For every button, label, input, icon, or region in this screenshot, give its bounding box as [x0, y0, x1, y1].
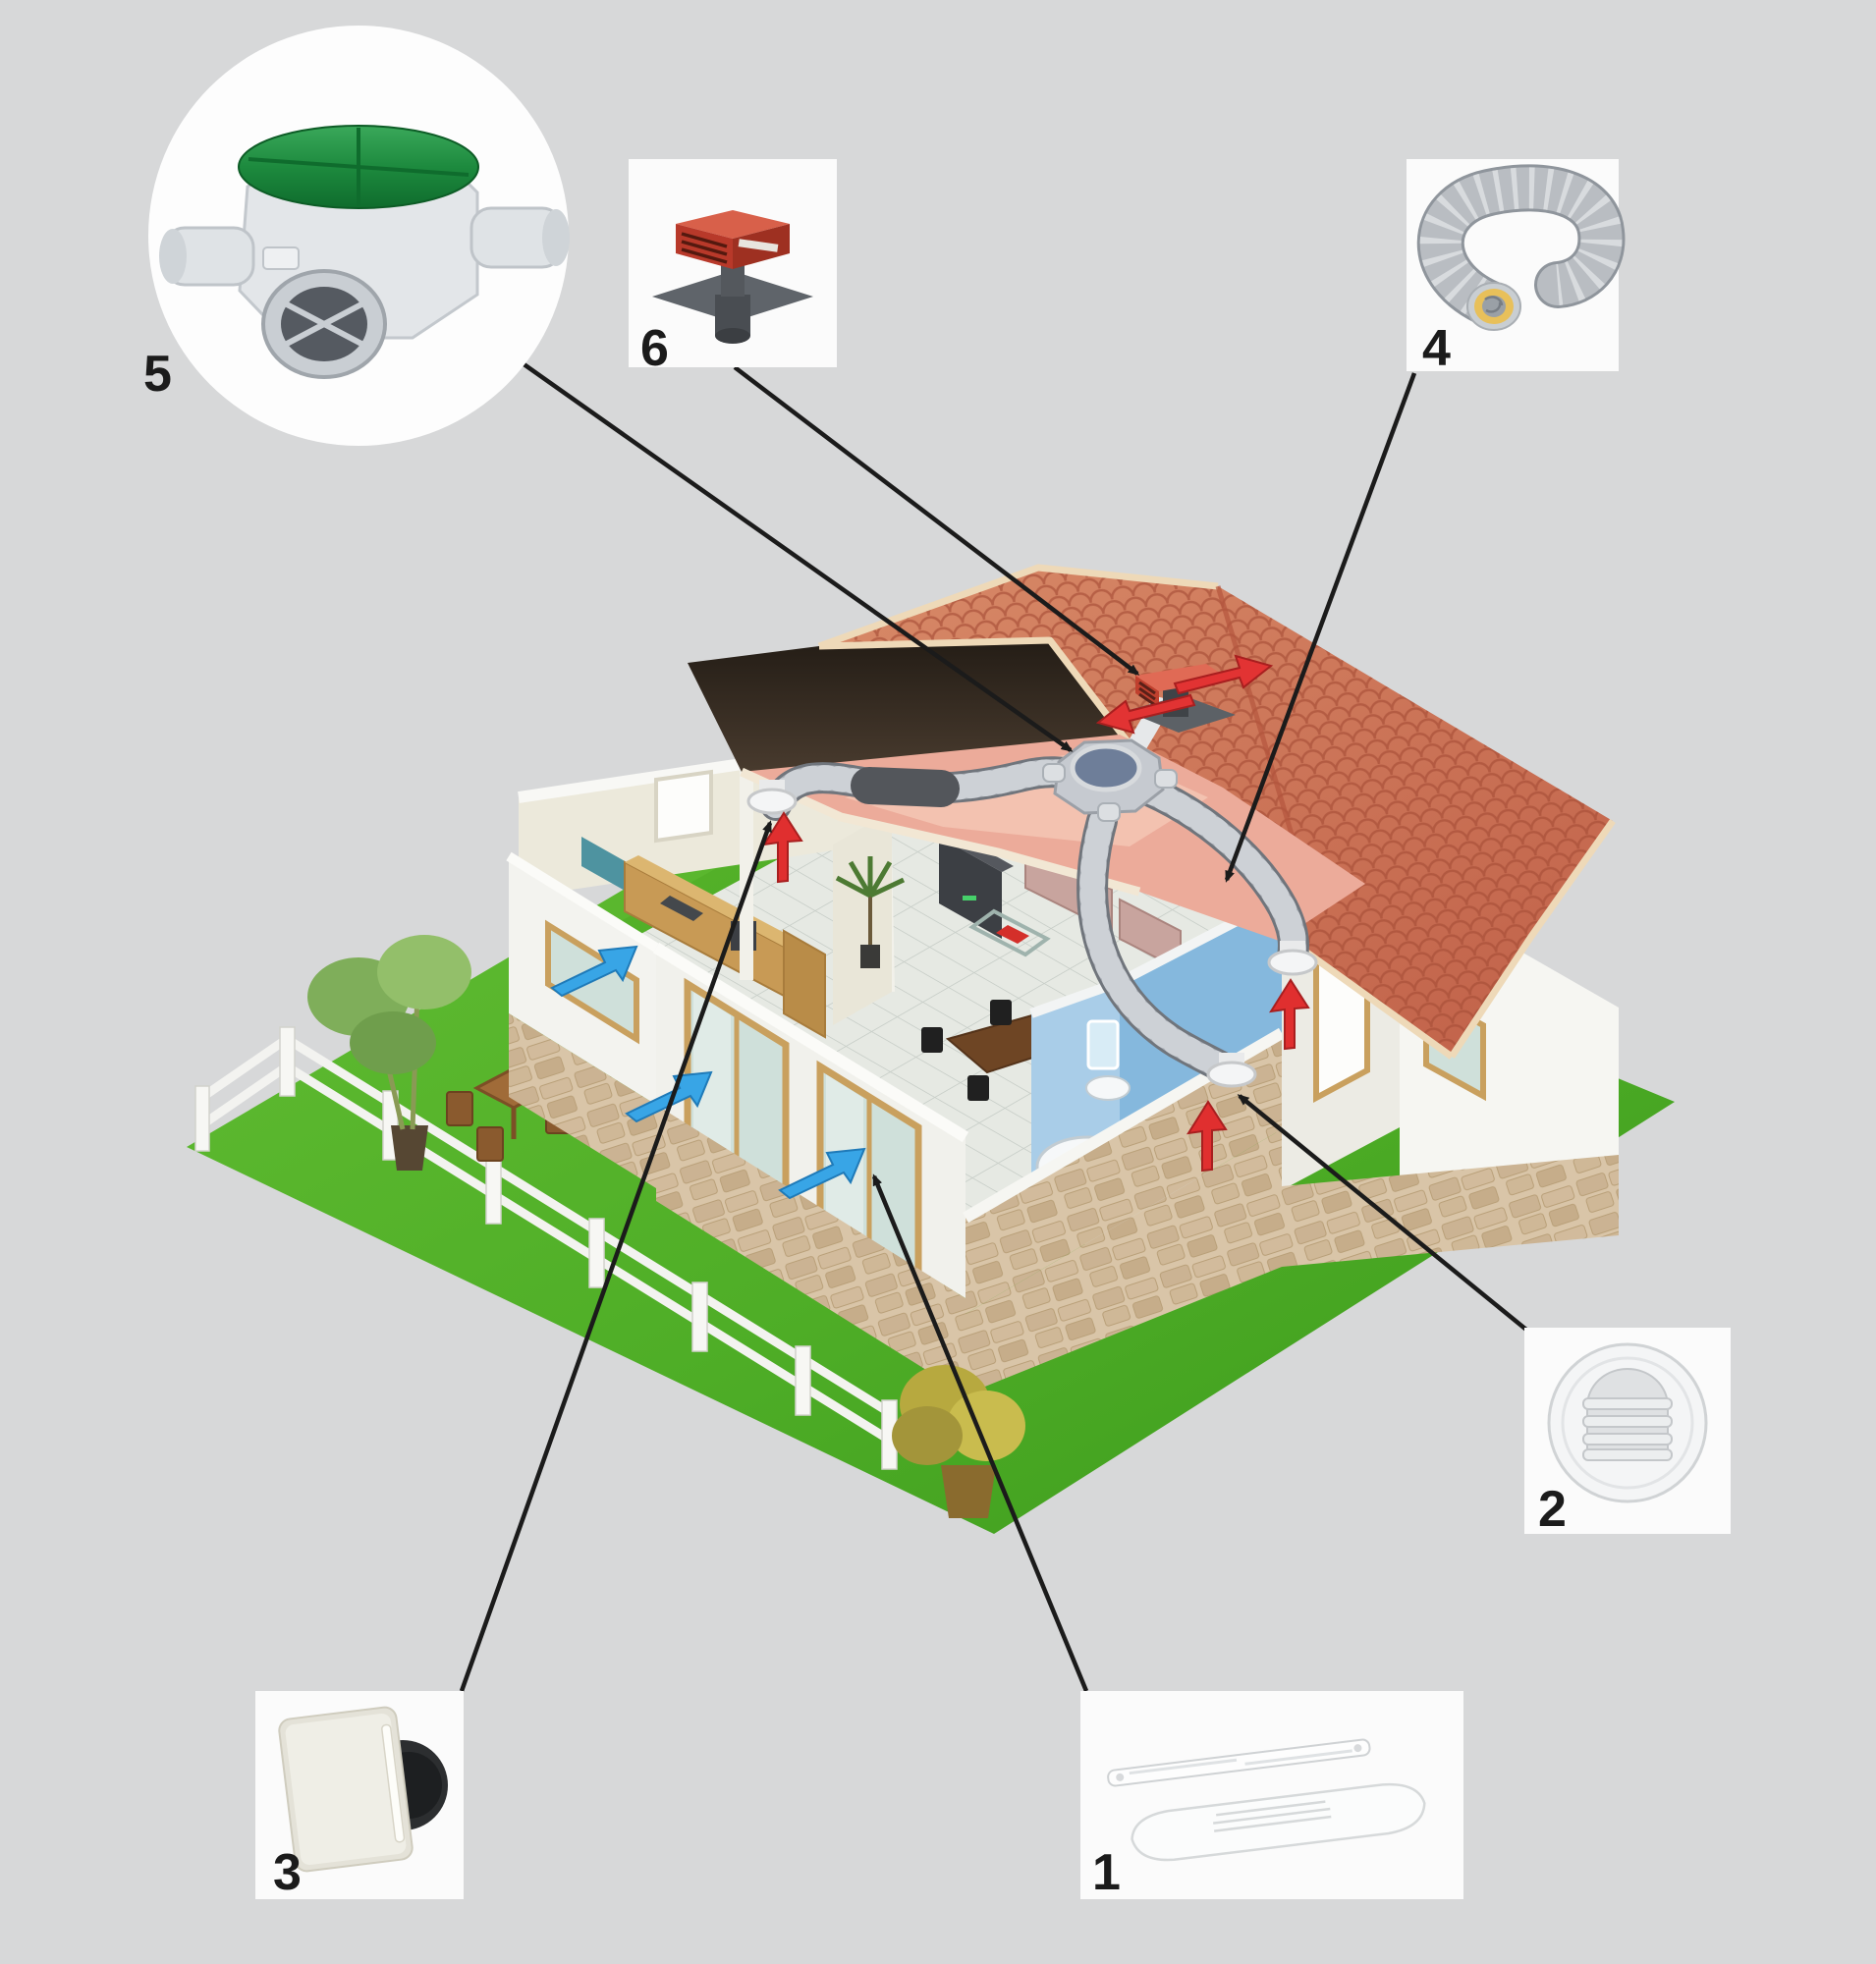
connector-lines — [459, 361, 1528, 1692]
callout-2 — [1524, 1328, 1731, 1534]
ceiling-vents — [746, 780, 1318, 1088]
callout-4 — [1407, 159, 1626, 371]
label-6: 6 — [640, 320, 669, 377]
extract-arrows — [762, 811, 1310, 1173]
attic-fan-unit — [1042, 738, 1178, 822]
partition-wall — [833, 811, 892, 1025]
stone-base-right — [966, 1129, 1619, 1394]
exhaust-roof-arrows — [1095, 654, 1274, 735]
roof-outlet-icon — [652, 210, 813, 344]
stone-base-front — [656, 1105, 966, 1394]
wall-unit-icon — [278, 1706, 448, 1873]
connector-2 — [1237, 1094, 1528, 1332]
kitchen-supply-arrow — [550, 945, 638, 998]
coffee-table — [968, 908, 1051, 957]
front-shrub — [892, 1365, 1025, 1518]
duct-bathroom — [1076, 805, 1243, 1086]
bathroom-vent — [1206, 1053, 1257, 1088]
label-4: 4 — [1422, 320, 1451, 377]
wc-extract-arrow — [1269, 978, 1310, 1051]
connector-1 — [871, 1173, 1089, 1692]
round-grille-icon — [1547, 1342, 1708, 1503]
flexible-duct-icon — [1416, 164, 1626, 331]
connector-4 — [1224, 372, 1417, 883]
supply-arrows — [550, 945, 866, 1200]
kitchen-sink — [660, 896, 703, 921]
living-supply-arrow — [778, 1147, 866, 1200]
roof-edges — [817, 564, 1616, 1060]
label-5: 5 — [143, 346, 172, 403]
bathroom-sink — [1085, 1075, 1131, 1101]
bathroom-mirror — [1086, 1019, 1120, 1070]
stone-base-left — [509, 1013, 656, 1188]
indoor-palm — [835, 856, 906, 968]
red-book — [996, 925, 1029, 944]
connector-3 — [459, 820, 773, 1692]
roof-arrow-left — [1095, 693, 1196, 735]
callout-6 — [629, 159, 837, 367]
connector-6 — [733, 365, 1140, 676]
wc-vent — [1267, 941, 1318, 976]
label-3: 3 — [273, 1844, 302, 1901]
exterior-walls — [506, 851, 1619, 1394]
kitchen-tall-cabinet — [783, 929, 826, 1039]
callout-3 — [255, 1691, 464, 1899]
low-front-wall — [966, 1033, 1282, 1314]
kitchen-back-window — [654, 769, 713, 844]
kitchen-vent — [746, 780, 798, 815]
connector-5 — [521, 361, 1074, 752]
attic-opening — [688, 640, 1120, 778]
label-1: 1 — [1092, 1844, 1121, 1901]
bamboo-plant — [307, 935, 471, 1171]
cooker-hood — [581, 837, 627, 892]
bathroom-extract-arrow — [1186, 1100, 1228, 1173]
callout-5 — [148, 26, 570, 446]
callout-1 — [1080, 1691, 1463, 1899]
window-inlet-icon — [1107, 1738, 1426, 1862]
duct-wc — [1122, 770, 1309, 972]
tv-cabinet — [939, 837, 1002, 939]
kitchen-extract-arrow — [762, 811, 803, 884]
central-fan-unit-icon — [159, 125, 570, 379]
label-2: 2 — [1538, 1481, 1567, 1538]
roof-arrow-right — [1173, 654, 1274, 695]
duct-silencer — [851, 767, 960, 807]
